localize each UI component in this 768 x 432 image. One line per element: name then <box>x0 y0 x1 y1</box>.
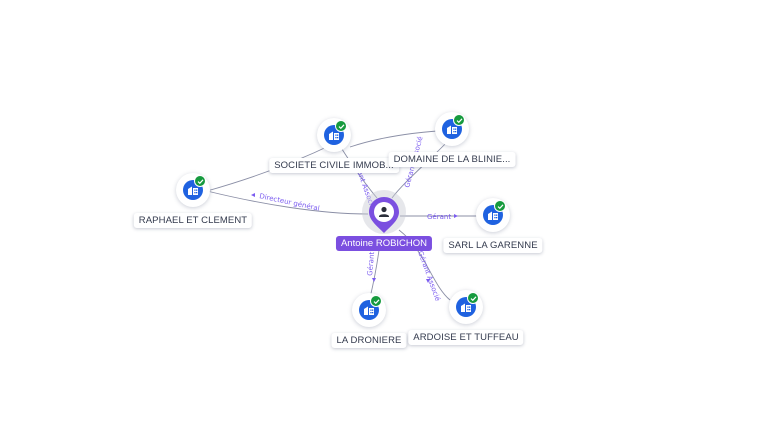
edge-center-raphael <box>206 190 369 215</box>
edge-label-directeur-general: Directeur général <box>259 192 321 213</box>
verified-check-icon <box>453 114 465 126</box>
edge-label-gerant-droniere: Gérant <box>366 251 376 276</box>
arrow-icon <box>251 193 255 197</box>
company-label[interactable]: DOMAINE DE LA BLINIE... <box>388 152 516 167</box>
edge-label-gerant-associe-ardoise: Gérant Associé <box>416 250 442 302</box>
company-label[interactable]: ARDOISE ET TUFFEAU <box>408 330 524 345</box>
company-node-droniere[interactable]: LA DRONIERE <box>331 293 407 348</box>
company-label[interactable]: SOCIETE CIVILE IMMOB... <box>269 158 399 173</box>
company-label[interactable]: SARL LA GARENNE <box>443 238 543 253</box>
company-label[interactable]: LA DRONIERE <box>331 333 407 348</box>
person-node[interactable]: Antoine ROBICHON <box>335 190 433 251</box>
company-node-ardoise[interactable]: ARDOISE ET TUFFEAU <box>408 290 524 345</box>
arrow-icon <box>372 278 376 282</box>
edge-center-societe <box>339 145 378 199</box>
verified-check-icon <box>370 295 382 307</box>
verified-check-icon <box>494 200 506 212</box>
company-node-sarl[interactable]: SARL LA GARENNE <box>443 198 543 253</box>
company-node-societe-civile[interactable]: SOCIETE CIVILE IMMOB... <box>269 118 399 173</box>
building-icon <box>483 205 503 225</box>
person-icon <box>369 197 399 233</box>
edge-label-gerant-sarl: Gérant <box>427 213 451 221</box>
verified-check-icon <box>335 120 347 132</box>
arrow-icon <box>426 279 430 283</box>
company-node-domaine[interactable]: DOMAINE DE LA BLINIE... <box>388 112 516 167</box>
verified-check-icon <box>467 292 479 304</box>
verified-check-icon <box>194 175 206 187</box>
arrow-icon <box>454 214 458 218</box>
company-label[interactable]: RAPHAEL ET CLEMENT <box>133 213 253 228</box>
company-node-raphael[interactable]: RAPHAEL ET CLEMENT <box>133 173 253 228</box>
person-name-label[interactable]: Antoine ROBICHON <box>335 236 433 251</box>
edge-center-domaine <box>391 139 450 199</box>
